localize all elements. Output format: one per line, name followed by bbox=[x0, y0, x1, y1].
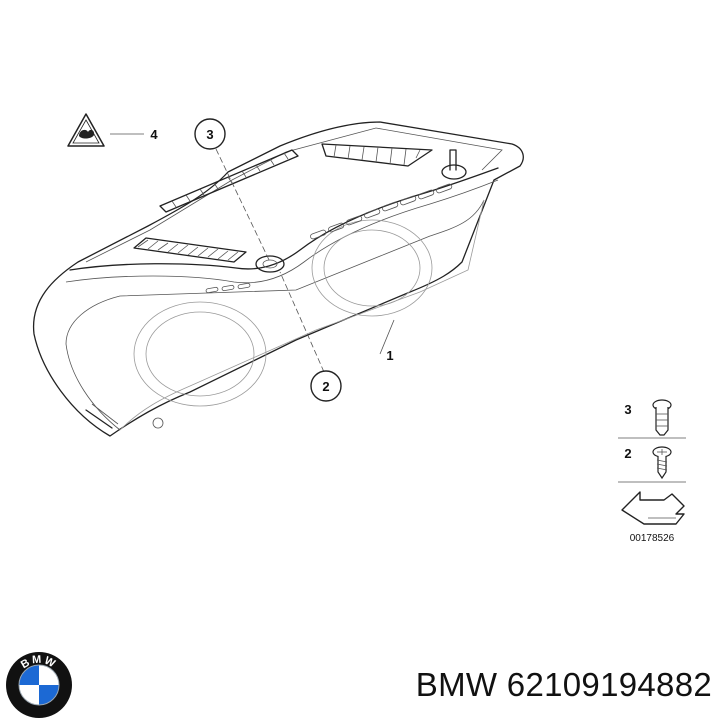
top-vent-hatch bbox=[171, 152, 289, 208]
diagram-id: 00178526 bbox=[630, 533, 675, 544]
screw-icon bbox=[652, 446, 672, 480]
right-vent-hatch bbox=[333, 144, 421, 166]
louver-slots bbox=[205, 183, 453, 294]
svg-text:BMW: BMW bbox=[19, 654, 59, 671]
svg-text:3: 3 bbox=[206, 127, 213, 142]
bmw-logo: BMW bbox=[6, 652, 72, 718]
leader-lines bbox=[110, 133, 395, 373]
svg-text:4: 4 bbox=[150, 127, 158, 142]
svg-text:2: 2 bbox=[624, 446, 631, 461]
callout-4: 4 bbox=[150, 127, 158, 142]
left-vent-hatch bbox=[137, 239, 239, 261]
svg-text:1: 1 bbox=[386, 348, 393, 363]
logo-lettering: BMW bbox=[19, 654, 57, 671]
arrow-indicator-icon bbox=[621, 491, 685, 525]
callout-1: 1 bbox=[386, 348, 393, 363]
callout-3: 3 bbox=[194, 118, 226, 150]
instrument-cluster-housing bbox=[32, 121, 524, 437]
warning-label-icon bbox=[67, 113, 105, 147]
svg-text:3: 3 bbox=[624, 402, 631, 417]
fastener-legend: 3 2 00178526 bbox=[617, 395, 687, 544]
callout-2: 2 bbox=[310, 370, 342, 402]
part-number-caption: BMW 62109194882 bbox=[415, 666, 712, 703]
push-rivet-icon bbox=[652, 399, 672, 436]
svg-text:2: 2 bbox=[322, 379, 329, 394]
